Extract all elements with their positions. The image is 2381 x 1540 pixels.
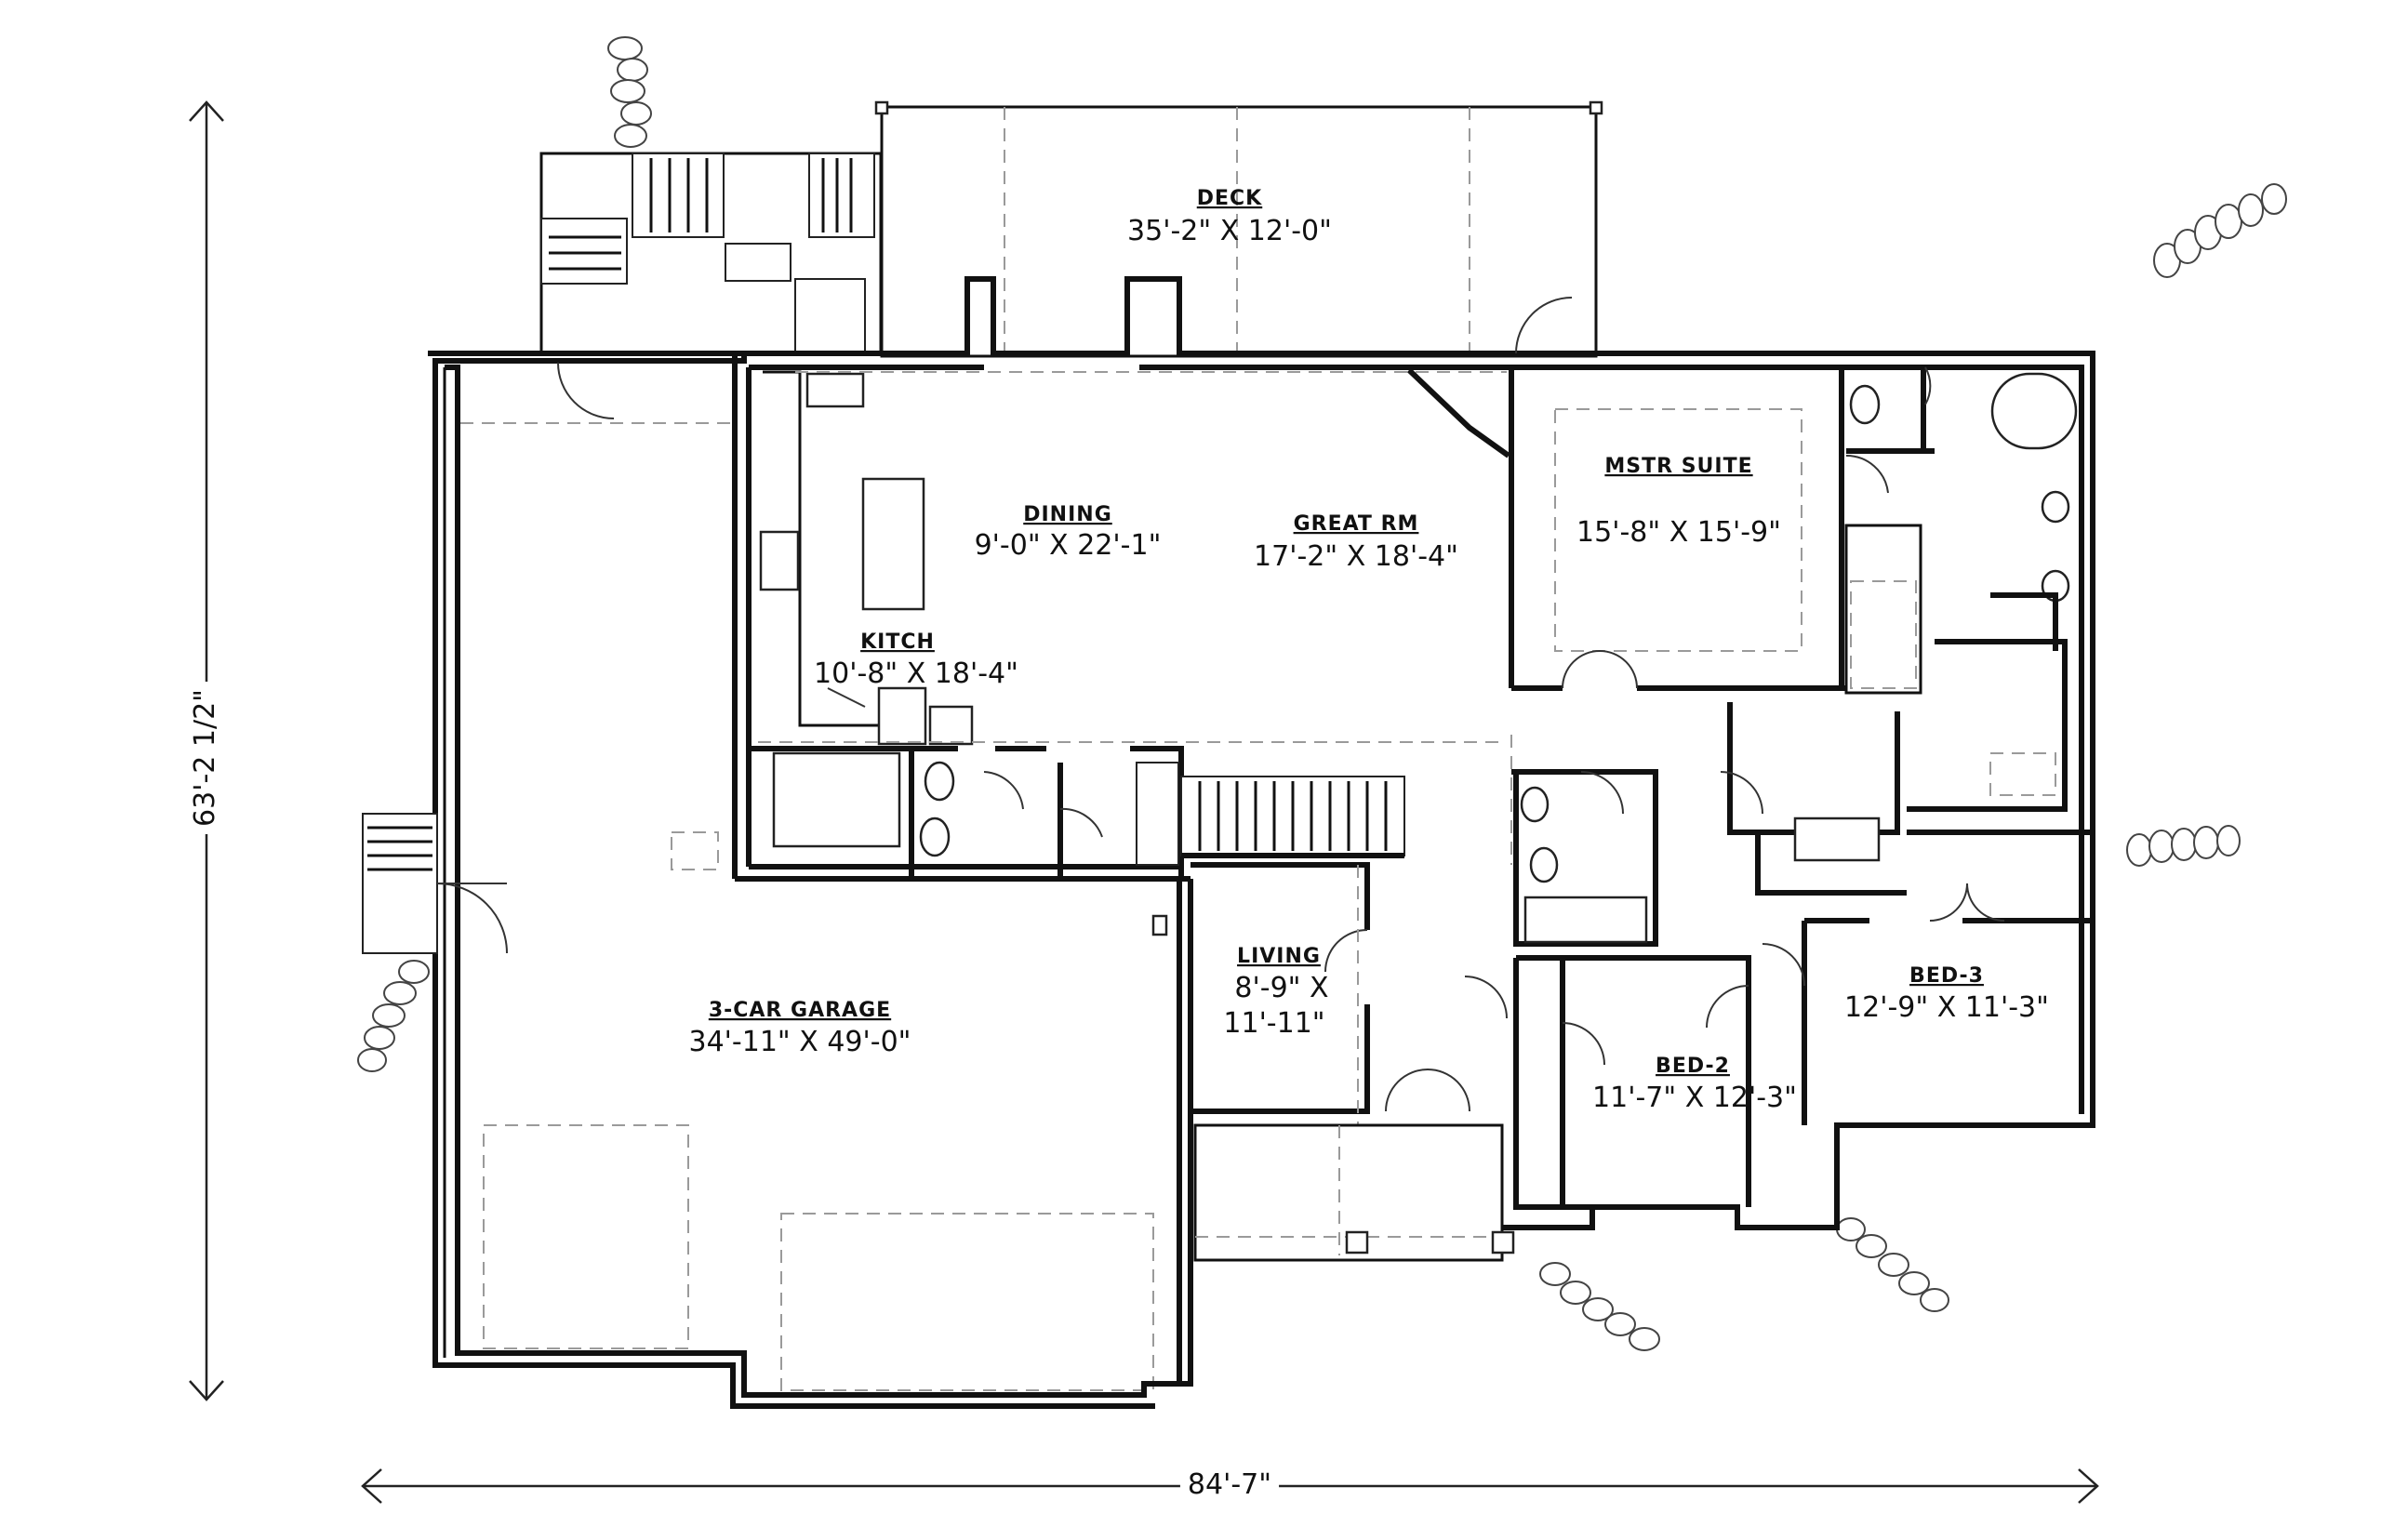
kitchen-dining — [749, 370, 1507, 848]
deck-size: 35'-2" X 12'-0" — [1127, 215, 1332, 247]
front-porch — [1193, 1069, 1515, 1262]
great-room-name: GREAT RM — [1294, 512, 1419, 536]
rock-cluster-left — [357, 960, 430, 1072]
master-bath — [1844, 366, 2078, 695]
garage-name: 3-CAR GARAGE — [709, 999, 891, 1022]
labels: DECK 35'-2" X 12'-0" DINING 9'-0" X 22'-… — [187, 187, 2049, 1503]
bed2-room — [1464, 955, 1751, 1210]
dining-name: DINING — [1023, 503, 1112, 526]
house-walls — [732, 276, 2095, 1230]
rock-cluster-right-upper — [2153, 183, 2287, 278]
living-name: LIVING — [1237, 945, 1321, 968]
garage-size: 34'-11" X 49'-0" — [689, 1026, 911, 1058]
central-stair — [1130, 746, 1405, 879]
bed3-size: 12'-9" X 11'-3" — [1844, 991, 2049, 1024]
living-size-line2: 11'-11" — [1223, 1007, 1324, 1040]
rock-cluster-right-mid — [2126, 825, 2241, 867]
kitchen-name: KITCH — [860, 631, 935, 654]
hall-bath — [1511, 639, 2093, 947]
rock-cluster-bottom-mid — [1539, 1262, 1660, 1351]
bed2-size: 11'-7" X 12'-3" — [1592, 1082, 1797, 1114]
great-room-size: 17'-2" X 18'-4" — [1254, 540, 1458, 573]
bed2-name: BED-2 — [1656, 1055, 1730, 1078]
rear-stairs — [539, 152, 883, 355]
overall-depth-label: 63'-2 1/2" — [189, 689, 221, 827]
rock-cluster-bottom-right — [1836, 1217, 1949, 1312]
garage — [362, 351, 1193, 1409]
dining-size: 9'-0" X 22'-1" — [975, 529, 1162, 562]
overall-width-label: 84'-7" — [1188, 1468, 1271, 1501]
rock-cluster-top-left — [607, 36, 652, 148]
bed3-name: BED-3 — [1909, 964, 1984, 988]
landscape-rocks — [357, 36, 2287, 1351]
kitchen-size: 10'-8" X 18'-4" — [814, 657, 1018, 690]
master-suite — [1515, 297, 1889, 689]
deck-name: DECK — [1197, 187, 1262, 210]
living-room — [1151, 862, 1370, 1125]
living-size-line1: 8'-9" X — [1234, 972, 1328, 1004]
master-suite-size: 15'-8" X 15'-9" — [1576, 516, 1781, 549]
bed3-room — [1762, 883, 2093, 1125]
great-room-walls — [1406, 367, 1846, 865]
powder-room — [909, 749, 1103, 879]
master-suite-name: MSTR SUITE — [1604, 455, 1752, 478]
